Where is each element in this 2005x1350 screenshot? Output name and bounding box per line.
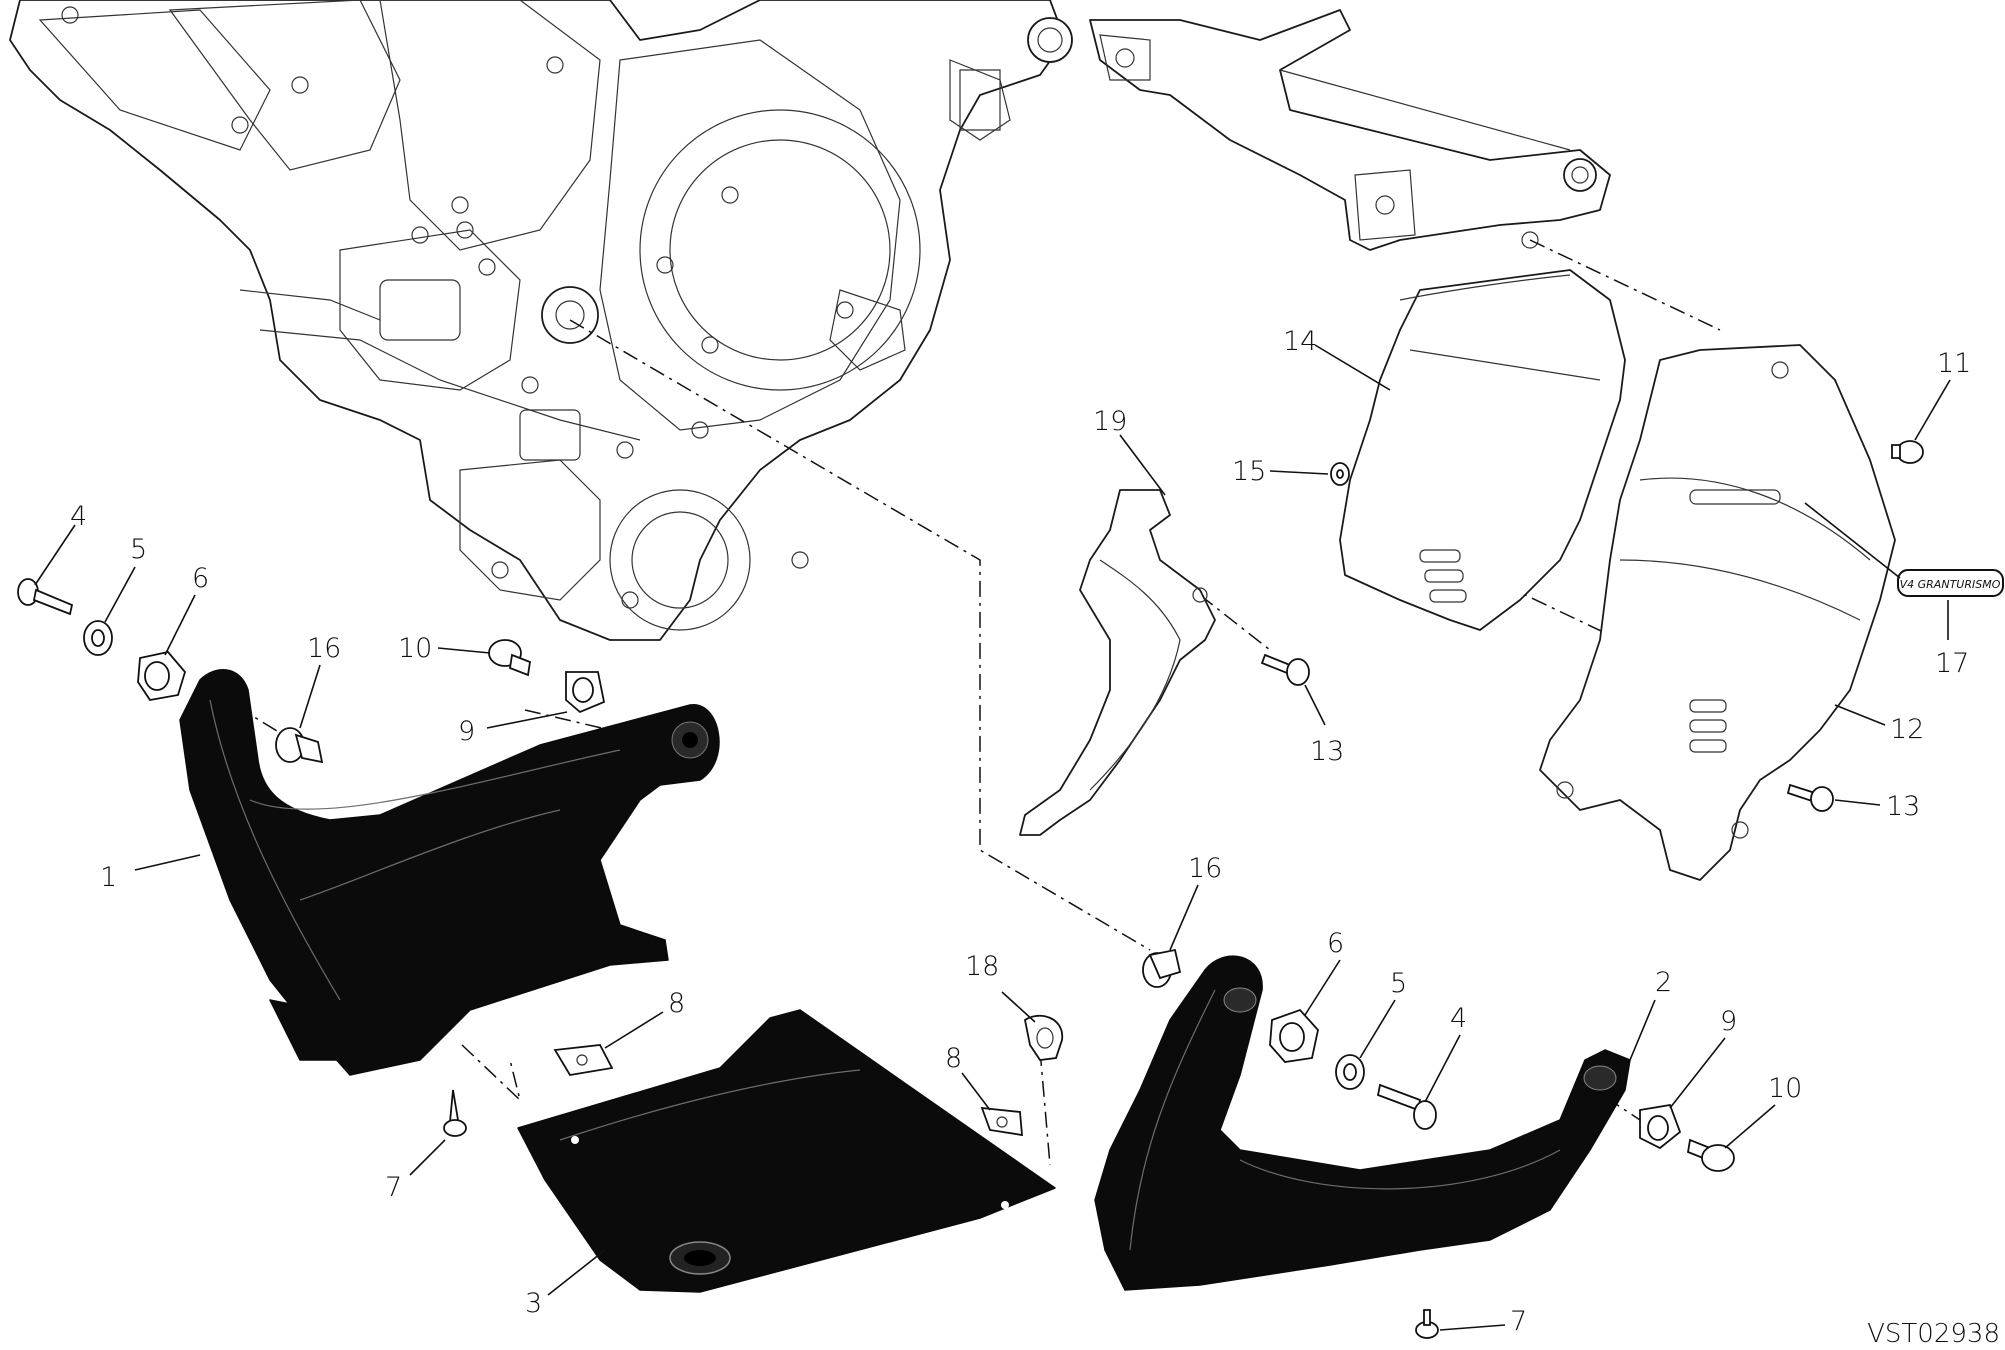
callout-7-right: 7 — [1510, 1306, 1527, 1337]
callout-8-left: 8 — [668, 988, 685, 1019]
callout-18: 18 — [965, 951, 999, 982]
part-4-screw-left — [17, 578, 74, 616]
part-7-screw-left — [443, 1089, 467, 1137]
frame-bracket-drawing — [1089, 9, 1611, 251]
part-10-screw-right — [1686, 1138, 1735, 1172]
drawing-code: VST02938 — [1867, 1319, 2000, 1349]
callout-5-left: 5 — [130, 534, 147, 565]
callout-9-right: 9 — [1720, 1006, 1737, 1037]
callout-leader-lines — [34, 344, 1951, 1331]
part-16-bushing-left — [275, 727, 324, 764]
part-8-clip-right — [980, 1106, 1023, 1137]
engine-assembly-drawing — [9, 0, 1073, 641]
callout-15: 15 — [1232, 456, 1266, 487]
part-5-washer-left — [83, 620, 113, 656]
callout-3: 3 — [525, 1288, 542, 1319]
part-6-grommet-right — [1269, 1008, 1319, 1063]
callout-5-right: 5 — [1390, 968, 1407, 999]
part-19-heat-shield — [1019, 489, 1216, 836]
callout-4-right: 4 — [1450, 1003, 1467, 1034]
callout-11: 11 — [1937, 348, 1971, 379]
part-1-left-side-cover — [179, 669, 720, 1076]
callout-12: 12 — [1890, 714, 1924, 745]
callout-17: 17 — [1935, 648, 1969, 679]
callout-6-right: 6 — [1327, 928, 1344, 959]
callout-4-left: 4 — [70, 501, 87, 532]
callout-1: 1 — [100, 862, 117, 893]
hardware-parts — [17, 440, 1924, 1339]
part-13-screw-upper — [1260, 653, 1310, 686]
decal-text: V4 GRANTURISMO — [1900, 578, 2001, 591]
callout-13-upper: 13 — [1310, 736, 1344, 767]
part-4-screw-right — [1376, 1083, 1437, 1130]
part-8-clip-left — [553, 1044, 614, 1076]
part-5-washer-right — [1335, 1054, 1365, 1090]
callout-7-left: 7 — [385, 1172, 402, 1203]
callout-2: 2 — [1655, 967, 1672, 998]
callout-8-right: 8 — [945, 1043, 962, 1074]
callout-19: 19 — [1093, 406, 1127, 437]
part-15-washer — [1330, 462, 1350, 486]
part-16-bushing-right — [1142, 948, 1182, 988]
callout-numbers: 1 2 3 4 4 5 5 6 6 7 7 8 8 9 9 10 10 11 1… — [70, 326, 1971, 1337]
part-11-screw — [1891, 440, 1924, 464]
part-7-screw-right — [1415, 1309, 1439, 1339]
callout-6-left: 6 — [192, 563, 209, 594]
part-6-grommet-left — [137, 651, 187, 701]
callout-14: 14 — [1283, 326, 1317, 357]
part-18-cable-clip — [1023, 1014, 1063, 1061]
callout-16-left: 16 — [307, 633, 341, 664]
part-9-grommet-left — [565, 671, 606, 714]
part-13-screw-lower — [1786, 783, 1834, 812]
callout-10-right: 10 — [1768, 1073, 1802, 1104]
part-17-decal: V4 GRANTURISMO — [1897, 569, 2004, 597]
part-9-grommet-right — [1639, 1103, 1682, 1150]
part-3-bottom-panel — [517, 1009, 1056, 1293]
part-14-exhaust-guard — [1339, 269, 1626, 631]
part-2-right-side-cover — [1094, 955, 1631, 1291]
part-10-screw-left — [488, 639, 531, 677]
callout-10-left: 10 — [398, 633, 432, 664]
part-12-side-guard — [1539, 344, 1896, 881]
callout-16-right: 16 — [1188, 853, 1222, 884]
callout-9-left: 9 — [458, 716, 475, 747]
callout-13-lower: 13 — [1886, 791, 1920, 822]
